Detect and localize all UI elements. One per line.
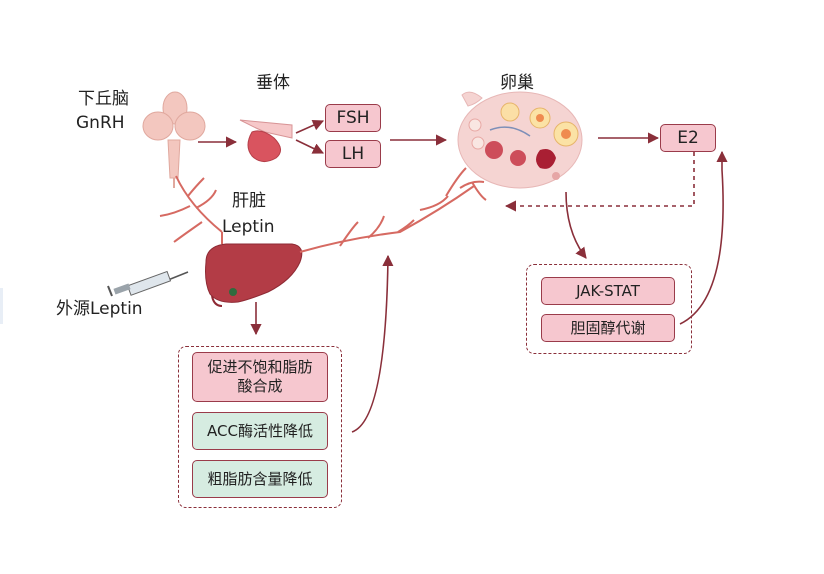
pathway-jak-stat: JAK-STAT bbox=[541, 277, 675, 305]
pituitary-label: 垂体 bbox=[256, 73, 290, 93]
e2-box: E2 bbox=[660, 124, 716, 152]
liver-effects-group bbox=[178, 346, 342, 508]
hypothalamus-label: 下丘脑 bbox=[78, 89, 129, 109]
liver-label: 肝脏 bbox=[232, 191, 266, 211]
pituitary-icon bbox=[239, 119, 293, 162]
nerve-network bbox=[159, 167, 487, 253]
brain-icon bbox=[142, 91, 206, 188]
gnrh-label: GnRH bbox=[76, 113, 125, 133]
ovary-label: 卵巢 bbox=[500, 73, 534, 93]
effect-acc-activity: ACC酶活性降低 bbox=[192, 412, 328, 450]
pathway-cholesterol-metabolism: 胆固醇代谢 bbox=[541, 314, 675, 342]
ovary-icon bbox=[457, 91, 583, 189]
liver-icon bbox=[205, 243, 303, 307]
effect-unsaturated-fatty-acid: 促进不饱和脂肪酸合成 bbox=[192, 352, 328, 402]
leptin-label: Leptin bbox=[222, 217, 275, 237]
fsh-box: FSH bbox=[325, 104, 381, 132]
lh-box: LH bbox=[325, 140, 381, 168]
exogenous-leptin-label: 外源Leptin bbox=[56, 299, 143, 319]
ovary-pathway-group bbox=[526, 264, 692, 354]
edge-mark bbox=[0, 288, 3, 324]
syringe-icon bbox=[107, 270, 189, 297]
effect-crude-fat: 粗脂肪含量降低 bbox=[192, 460, 328, 498]
